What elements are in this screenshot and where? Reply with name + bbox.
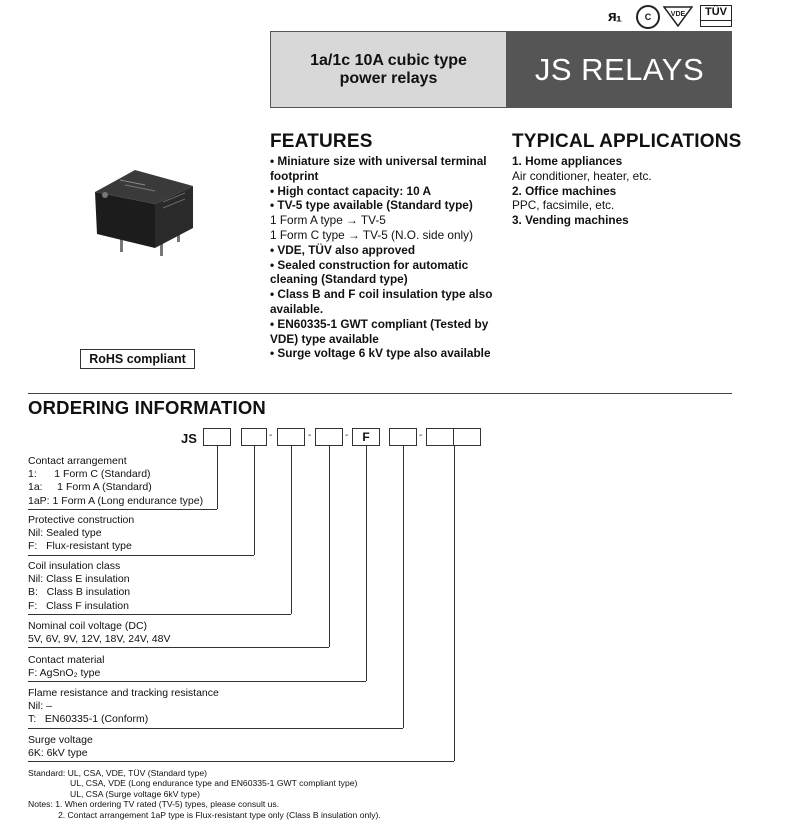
application-item: 1. Home appliances <box>512 154 623 168</box>
ul-recognized-icon: ᴙ₁ <box>608 8 622 25</box>
ordering-underline <box>28 554 254 556</box>
ordering-group-title: Flame resistance and tracking resistance <box>28 687 219 699</box>
ordering-underline <box>28 761 454 763</box>
code-dash: - <box>269 430 273 441</box>
ordering-option: 6K: 6kV type <box>28 747 88 760</box>
standard-line-1: Standard: UL, CSA, VDE, TÜV (Standard ty… <box>28 768 207 778</box>
code-box-flame-resistance <box>389 428 417 446</box>
ordering-option: 5V, 6V, 9V, 12V, 18V, 24V, 48V <box>28 633 171 646</box>
code-box-coil-voltage <box>315 428 343 446</box>
features-heading: FEATURES <box>270 131 373 152</box>
feature-item: • Sealed construction for automatic clea… <box>270 257 469 287</box>
feature-item: • Surge voltage 6 kV type also available <box>270 346 491 361</box>
ordering-connector <box>366 446 367 682</box>
application-item: PPC, facsimile, etc. <box>512 198 615 213</box>
standard-line-3: UL, CSA (Surge voltage 6kV type) <box>70 788 200 799</box>
ordering-underline <box>28 727 403 729</box>
feature-item: • EN60335-1 GWT compliant (Tested by VDE… <box>270 316 489 346</box>
ordering-connector <box>291 446 292 614</box>
series-name: JS RELAYS <box>534 51 705 87</box>
ordering-prefix: JS <box>181 431 197 446</box>
rohs-compliant-badge: RoHS compliant <box>80 349 195 369</box>
ordering-option: F: AgSnO₂ type <box>28 667 101 680</box>
standards-notes: Standard: UL, CSA, VDE, TÜV (Standard ty… <box>28 768 381 820</box>
ordering-underline <box>28 647 329 649</box>
code-box-coil-insulation <box>277 428 305 446</box>
feature-item: • Miniature size with universal terminal… <box>270 154 487 183</box>
ordering-connector <box>329 446 330 648</box>
ordering-group-title: Contact material <box>28 654 105 666</box>
ordering-connector <box>454 446 455 762</box>
vde-icon: VDE <box>662 5 694 28</box>
ordering-underline <box>28 508 217 510</box>
relay-photo <box>85 152 205 264</box>
ordering-group: Nominal coil voltage (DC)5V, 6V, 9V, 12V… <box>28 620 170 646</box>
feature-item: 1 Form A type → TV-5 <box>270 213 386 228</box>
code-box-contact-arrangement <box>203 428 231 446</box>
note-line-1: Notes: 1. When ordering TV rated (TV-5) … <box>28 799 280 810</box>
code-box-protective-construction <box>241 428 267 446</box>
feature-item: • High contact capacity: 10 A <box>270 183 432 198</box>
code-box-contact-material: F <box>352 428 380 446</box>
ordering-underline <box>28 613 291 615</box>
application-item: Air conditioner, heater, etc. <box>512 168 652 183</box>
csa-icon: C <box>636 5 660 29</box>
features-list: • Miniature size with universal terminal… <box>270 154 510 361</box>
feature-item: • VDE, TÜV also approved <box>270 242 416 257</box>
tuv-icon: TÜV <box>700 5 732 27</box>
tuv-label: TÜV <box>705 6 727 18</box>
ordering-connector <box>403 446 404 728</box>
feature-item: 1 Form C type → TV-5 (N.O. side only) <box>270 227 474 242</box>
series-name-box: JS RELAYS <box>507 31 732 108</box>
applications-heading: TYPICAL APPLICATIONS <box>512 131 742 152</box>
ordering-group-title: Coil insulation class <box>28 560 121 572</box>
code-box-surge-voltage-b <box>453 428 481 446</box>
svg-text:VDE: VDE <box>671 11 686 18</box>
title-line-1: 1a/1c 10A cubic type <box>310 51 467 69</box>
ordering-option: F: Class F insulation <box>28 599 129 612</box>
ordering-option: 1: 1 Form C (Standard) <box>28 468 151 481</box>
ordering-option: Nil: Class E insulation <box>28 573 130 586</box>
ordering-option: Nil: Sealed type <box>28 527 102 540</box>
ordering-connector <box>217 446 218 509</box>
ordering-group-title: Protective construction <box>28 514 135 526</box>
feature-item: • Class B and F coil insulation type als… <box>270 287 493 316</box>
application-item: 2. Office machines <box>512 183 617 198</box>
ordering-connector <box>254 446 255 555</box>
ordering-option: F: Flux-resistant type <box>28 540 132 553</box>
title-line-2: power relays <box>339 69 438 87</box>
note-line-2: 2. Contact arrangement 1aP type is Flux-… <box>58 809 381 820</box>
ordering-option: T: EN60335-1 (Conform) <box>28 713 149 726</box>
code-dash: - <box>308 430 312 441</box>
ordering-option: B: Class B insulation <box>28 586 131 599</box>
product-title-box: 1a/1c 10A cubic type power relays <box>270 31 507 108</box>
ordering-option: 1aP: 1 Form A (Long endurance type) <box>28 494 204 507</box>
code-dash: - <box>345 430 349 441</box>
ordering-option: Nil: – <box>28 700 52 713</box>
section-divider <box>28 393 732 394</box>
ordering-group-title: Nominal coil voltage (DC) <box>28 620 148 632</box>
ordering-group-title: Contact arrangement <box>28 455 127 467</box>
ordering-option: 1a: 1 Form A (Standard) <box>28 481 152 494</box>
feature-item: • TV-5 type available (Standard type) <box>270 198 473 213</box>
application-item: 3. Vending machines <box>512 213 629 228</box>
code-box-surge-voltage-a <box>426 428 454 446</box>
standard-line-2: UL, CSA, VDE (Long endurance type and EN… <box>70 778 358 789</box>
ordering-group-title: Surge voltage <box>28 734 93 746</box>
ordering-heading: ORDERING INFORMATION <box>28 397 266 418</box>
code-dash: - <box>419 430 423 441</box>
ordering-underline <box>28 681 366 683</box>
ordering-group: Flame resistance and tracking resistance… <box>28 687 219 727</box>
